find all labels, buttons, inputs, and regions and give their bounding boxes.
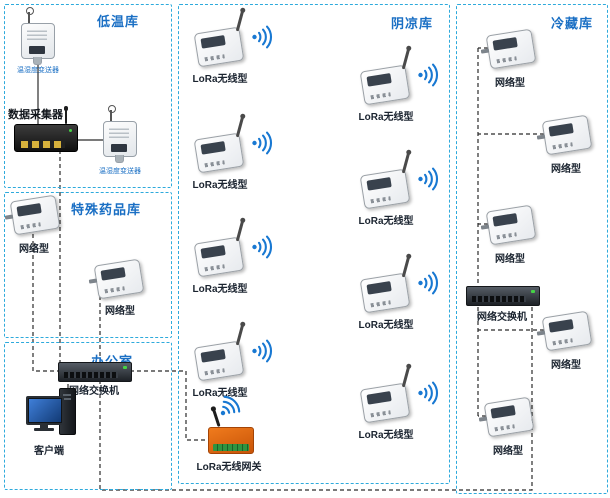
temp-humidity-sensor xyxy=(18,7,58,65)
device-label: LoRa无线型 xyxy=(358,320,414,331)
sensor-body xyxy=(21,23,55,59)
device-label: 网络型 xyxy=(551,360,581,371)
pc-stand xyxy=(40,423,48,428)
lora-sensor-device xyxy=(193,324,245,382)
data-collector xyxy=(14,106,78,152)
device-label: 网络型 xyxy=(105,306,135,317)
device-label: LoRa无线网关 xyxy=(196,462,262,473)
pc-base xyxy=(34,428,54,431)
client-pc xyxy=(26,388,78,442)
device-label: 网络型 xyxy=(495,78,525,89)
collector-body xyxy=(14,124,78,152)
zone-special-medicine-warehouse: 特殊药品库 xyxy=(4,192,172,338)
zone-title: 冷藏库 xyxy=(550,16,593,31)
network-sensor-device xyxy=(478,396,535,438)
lora-sensor-device xyxy=(359,48,411,106)
device-label: 温湿度变送器 xyxy=(17,67,59,74)
network-sensor-device xyxy=(480,204,537,246)
device-label: 网络交换机 xyxy=(477,312,527,323)
wifi-signal-icon xyxy=(418,167,438,191)
lora-gateway xyxy=(208,410,254,454)
network-sensor-device xyxy=(536,310,593,352)
cable-stub xyxy=(536,134,546,140)
cable-stub xyxy=(536,330,546,336)
wifi-signal-icon xyxy=(252,235,272,259)
network-switch xyxy=(466,286,540,306)
sensor-probe xyxy=(115,155,124,163)
wifi-signal-icon xyxy=(252,131,272,155)
lora-sensor-device xyxy=(359,256,411,314)
sensor-probe xyxy=(33,57,42,65)
device-label: 客户端 xyxy=(34,446,64,457)
device-label: LoRa无线型 xyxy=(192,180,248,191)
zone-cold-storage-warehouse: 冷藏库 xyxy=(456,4,608,494)
cable-stub xyxy=(480,224,490,230)
device-label: 网络型 xyxy=(493,446,523,457)
wifi-signal-icon xyxy=(220,395,241,416)
wifi-signal-icon xyxy=(252,339,272,363)
device-label: 数据采集器 xyxy=(8,109,63,121)
lora-sensor-device xyxy=(193,10,245,68)
network-sensor-device xyxy=(536,114,593,156)
wifi-signal-icon xyxy=(418,381,438,405)
wifi-signal-icon xyxy=(252,25,272,49)
device-label: 温湿度变送器 xyxy=(99,168,141,175)
device-label: 网络型 xyxy=(19,244,49,255)
sensor-body xyxy=(103,121,137,157)
device-label: LoRa无线型 xyxy=(192,388,248,399)
network-sensor-device xyxy=(480,28,537,70)
cable-stub xyxy=(480,48,490,54)
cable-stub xyxy=(88,278,98,284)
lora-sensor-device xyxy=(359,152,411,210)
zone-title: 阴凉库 xyxy=(390,16,433,31)
device-label: LoRa无线型 xyxy=(358,216,414,227)
device-label: LoRa无线型 xyxy=(192,74,248,85)
antenna xyxy=(63,106,68,124)
wifi-signal-icon xyxy=(418,271,438,295)
zone-cool-warehouse: 阴凉库 xyxy=(178,4,450,484)
temp-humidity-sensor xyxy=(100,105,140,163)
network-switch xyxy=(58,362,132,382)
lora-sensor-device xyxy=(193,220,245,278)
device-label: LoRa无线型 xyxy=(358,430,414,441)
device-label: 网络型 xyxy=(495,254,525,265)
cable-stub xyxy=(4,214,14,220)
gateway-body xyxy=(208,427,254,454)
zone-low-temp-warehouse: 低温库 xyxy=(4,4,172,188)
device-label: LoRa无线型 xyxy=(358,112,414,123)
pc-monitor xyxy=(26,396,64,425)
antenna xyxy=(107,105,116,121)
lora-sensor-device xyxy=(193,116,245,174)
network-sensor-device xyxy=(4,194,61,236)
cable-stub xyxy=(478,416,488,422)
device-label: 网络型 xyxy=(551,164,581,175)
device-label: 网络交换机 xyxy=(69,386,119,397)
zone-title: 低温库 xyxy=(97,14,140,29)
wifi-signal-icon xyxy=(418,63,438,87)
network-sensor-device xyxy=(88,258,145,300)
antenna xyxy=(25,7,34,23)
lora-sensor-device xyxy=(359,366,411,424)
device-label: LoRa无线型 xyxy=(192,284,248,295)
zone-title: 特殊药品库 xyxy=(71,202,142,217)
